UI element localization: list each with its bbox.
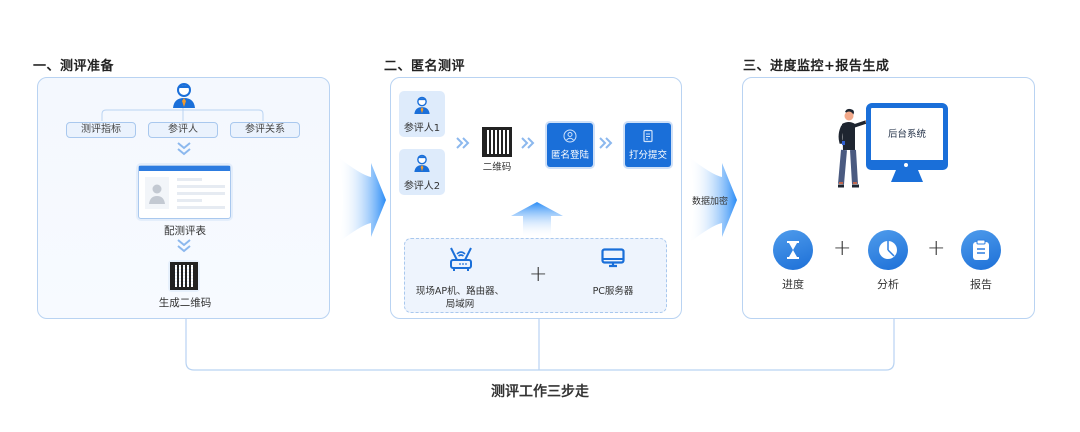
up-arrow-icon (511, 202, 563, 238)
monitor-stand (891, 170, 923, 182)
qr-label: 生成二维码 (158, 297, 212, 309)
presenter-illustration (838, 108, 869, 188)
plus-sign: + (833, 236, 852, 261)
user-avatar-icon (414, 96, 430, 114)
form-label: 配测评表 (164, 225, 206, 237)
step3-title: 三、进度监控+报告生成 (743, 59, 890, 74)
participant-card-2: 参评人2 (399, 149, 445, 195)
report-feature-icon (961, 230, 1001, 270)
progress-feature-icon (773, 230, 813, 270)
pc-server-label: PC服务器 (592, 286, 634, 297)
flow-arrow-icon (338, 157, 386, 243)
clipboard-icon (973, 239, 989, 260)
tag-participants: 参评人 (148, 122, 218, 138)
participant-card-1: 参评人1 (399, 91, 445, 137)
score-submit-step: 打分提交 (625, 123, 671, 167)
double-chevron-right-icon (521, 137, 535, 149)
participant-label: 参评人2 (403, 181, 441, 192)
double-chevron-right-icon (599, 137, 613, 149)
report-label: 报告 (970, 278, 992, 291)
user-avatar-icon (414, 154, 430, 172)
infrastructure-box: 现场AP机、路由器、 局域网 + PC服务器 (404, 238, 667, 313)
tag-indicators: 测评指标 (66, 122, 136, 138)
monitor-icon (601, 248, 625, 268)
user-circle-icon (563, 129, 577, 143)
analysis-feature-icon (868, 230, 908, 270)
backend-monitor: 后台系统 (866, 103, 948, 165)
monitor-bezel (866, 161, 948, 170)
profile-photo-icon (145, 177, 169, 209)
router-label-line2: 局域网 (445, 299, 475, 310)
progress-label: 进度 (782, 278, 804, 291)
score-submit-label: 打分提交 (628, 150, 667, 161)
plus-sign: + (529, 262, 548, 287)
double-chevron-right-icon (456, 137, 470, 149)
tree-connector (101, 108, 264, 121)
bottom-bracket (185, 318, 895, 371)
evaluation-form-card (138, 165, 231, 219)
qr-code-icon (482, 127, 512, 157)
backend-system-label: 后台系统 (887, 129, 926, 140)
double-chevron-down-icon (177, 239, 191, 253)
double-chevron-down-icon (177, 142, 191, 156)
flow-arrow-icon (689, 157, 737, 243)
step1-title: 一、测评准备 (33, 59, 115, 74)
anonymous-login-step: 匿名登陆 (547, 123, 593, 167)
encrypt-label: 数据加密 (691, 197, 728, 207)
user-avatar-icon (173, 83, 195, 108)
analysis-label: 分析 (877, 278, 899, 291)
participant-label: 参评人1 (403, 123, 441, 134)
tag-relations: 参评关系 (230, 122, 300, 138)
anonymous-login-label: 匿名登陆 (550, 150, 589, 161)
footer-caption: 测评工作三步走 (491, 384, 589, 400)
router-icon (450, 247, 472, 271)
plus-sign: + (927, 236, 946, 261)
hourglass-icon (787, 241, 799, 259)
qr-label: 二维码 (482, 162, 512, 173)
step2-title: 二、匿名测评 (384, 59, 466, 74)
document-icon (643, 129, 653, 143)
router-label-line1: 现场AP机、路由器、 (415, 286, 505, 297)
qr-code-icon (168, 260, 200, 292)
pie-chart-icon (879, 241, 897, 259)
